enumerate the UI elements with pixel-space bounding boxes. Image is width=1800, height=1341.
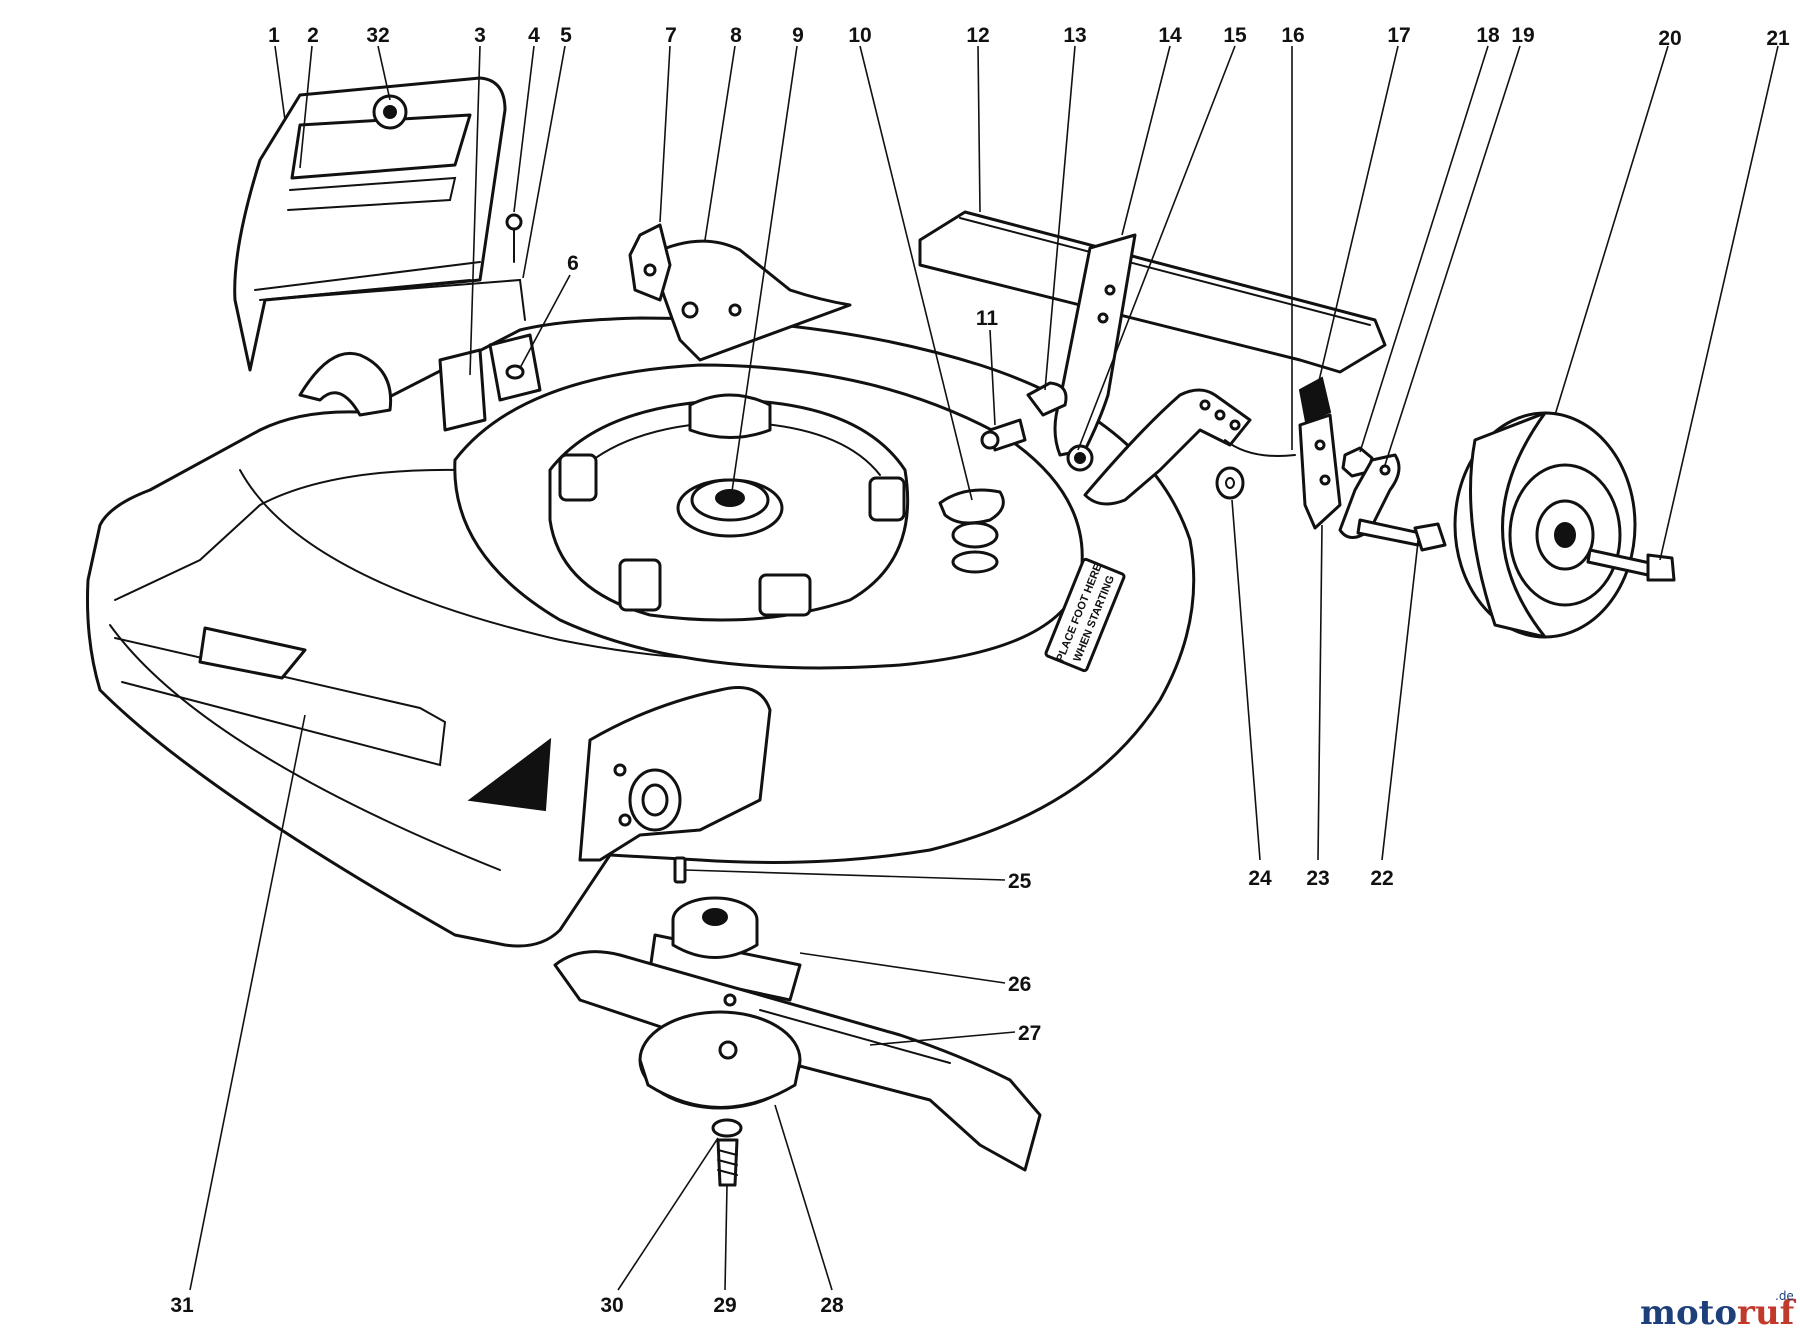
callout-16: 16 [1281,24,1304,47]
adjuster-knob [1298,376,1332,424]
callout-1: 1 [268,24,280,47]
hinge-rod [289,278,526,321]
callout-27: 27 [1018,1022,1041,1045]
callout-6: 6 [567,252,579,275]
wheel-bracket [1338,453,1401,539]
svg-text:motoruf: motoruf [1640,1293,1797,1333]
callout-21: 21 [1766,27,1790,50]
watermark-part2: ruf [1737,1293,1797,1333]
callout-25: 25 [1008,870,1032,893]
hinge-bracket [648,239,852,362]
callout-14: 14 [1158,24,1182,47]
hinge-plate [488,333,542,402]
callout-28: 28 [820,1294,844,1317]
blade-adapter [648,896,802,1002]
callout-30: 30 [600,1294,623,1317]
callout-13: 13 [1063,24,1086,47]
washer [1066,444,1094,472]
blade-bolt [711,1118,743,1187]
rear-deflector [298,348,487,432]
callout-18: 18 [1476,24,1500,47]
callout-7: 7 [665,24,677,47]
front-bracket [578,686,772,862]
callout-20: 20 [1658,27,1681,50]
hinge-clip [628,223,672,302]
callout-24: 24 [1248,867,1272,890]
spring [1026,381,1068,417]
flat-washer [1215,466,1245,500]
blade-stiffener [638,1010,802,1110]
callout-10: 10 [848,24,871,47]
site-watermark: motoruf .de [1640,1289,1797,1333]
callout-3: 3 [474,24,486,47]
callout-2: 2 [307,24,319,47]
callout-labels: 1 2 32 3 4 5 6 7 8 9 10 11 12 13 14 15 1… [170,24,1790,1317]
callout-31: 31 [170,1294,194,1317]
callout-19: 19 [1511,24,1534,47]
watermark-part1: moto [1640,1293,1737,1333]
pulley [676,478,784,538]
blade-key [673,856,687,884]
callout-4: 4 [528,24,540,47]
wheel-bolt [1356,518,1447,552]
oil-filler-cap [938,488,1005,574]
watermark-suffix: .de [1775,1289,1794,1303]
callout-15: 15 [1223,24,1247,47]
axle-bolt [1586,548,1676,582]
link-rod [1224,439,1296,457]
callout-29: 29 [713,1294,736,1317]
chute-door [233,76,507,372]
rear-shield [918,210,1387,374]
callout-32: 32 [366,24,389,47]
callout-9: 9 [792,24,804,47]
rear-wheel [1453,411,1637,639]
adjuster-plate [1298,413,1342,530]
callout-22: 22 [1370,867,1393,890]
foot-warning-decal: PLACE FOOT HERE WHEN STARTING [1044,557,1126,673]
callout-23: 23 [1306,867,1329,890]
callout-8: 8 [730,24,742,47]
callout-26: 26 [1008,973,1031,996]
callout-11: 11 [976,307,999,330]
callout-12: 12 [966,24,989,47]
bolt [980,418,1027,452]
screw [505,213,523,263]
callout-5: 5 [560,24,572,47]
callout-17: 17 [1387,24,1410,47]
rear-axle-bracket [1083,388,1252,506]
leader-lines [189,45,1779,1291]
